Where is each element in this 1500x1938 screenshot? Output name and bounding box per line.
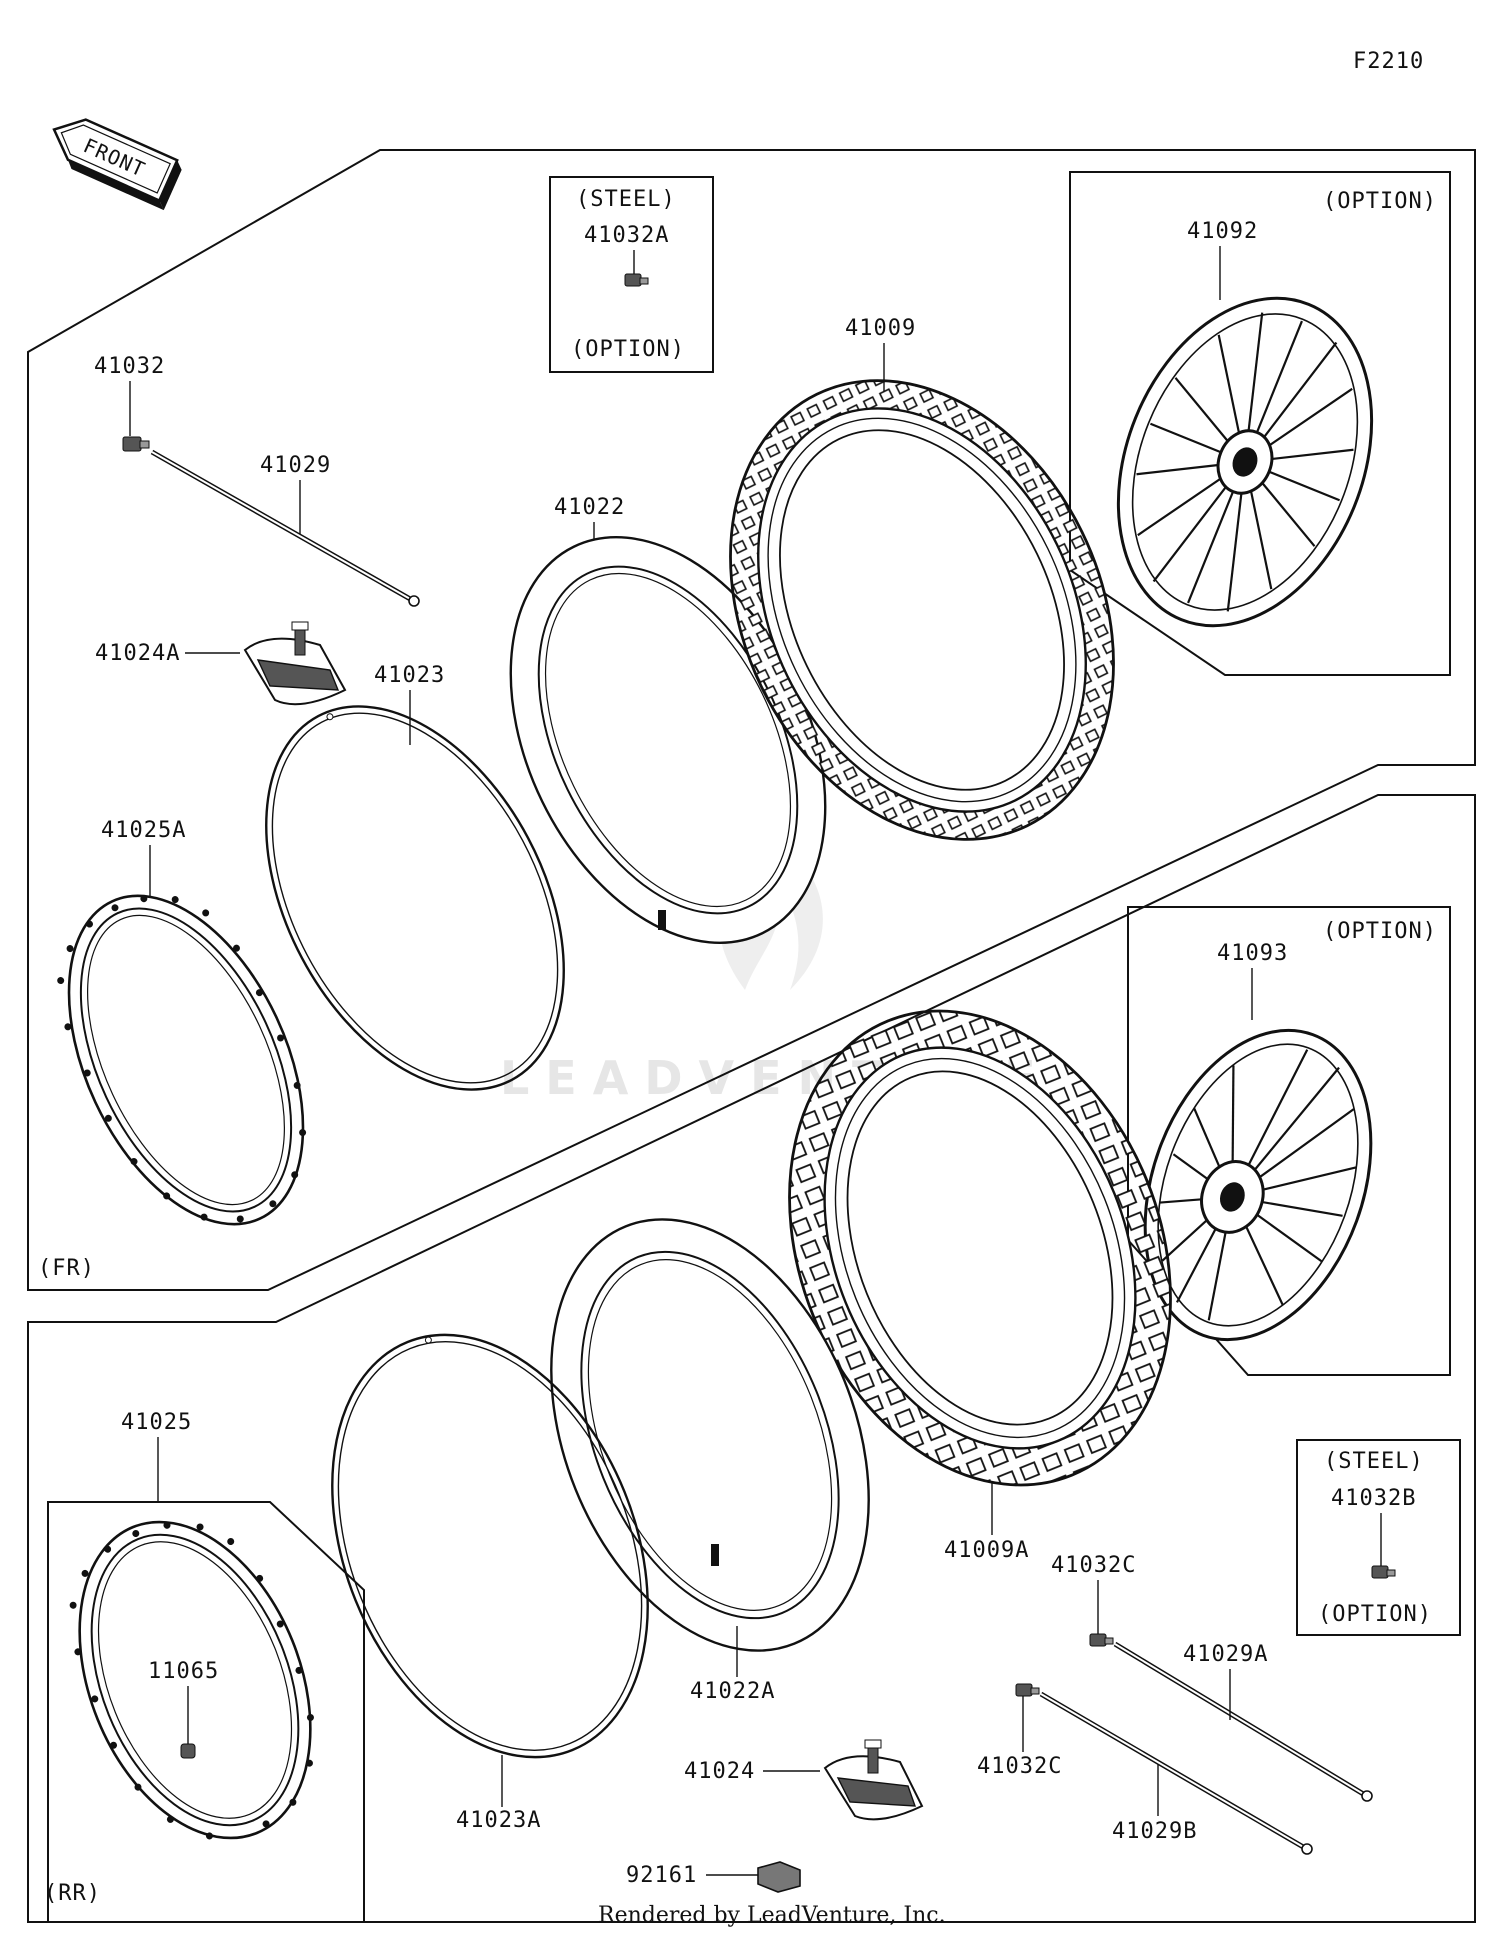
- wheel-front-option-box: (OPTION) 41092: [1069, 171, 1451, 676]
- rim-band-41023-icon: [265, 705, 565, 1091]
- spoke-41029-icon: [150, 449, 420, 607]
- steel-front-part: 41032A: [584, 223, 669, 248]
- wheel-rear-note: (OPTION): [1323, 919, 1437, 944]
- steel-rear-note: (OPTION): [1318, 1602, 1432, 1627]
- steel-front-option-box: (STEEL) 41032A (OPTION): [549, 176, 714, 373]
- label-41032: 41032: [94, 354, 165, 379]
- wheel-rear-option-box: (OPTION) 41093: [1127, 906, 1451, 1376]
- label-41024A: 41024A: [95, 641, 180, 666]
- valve-stem-icon: [711, 1544, 719, 1566]
- label-41025: 41025: [121, 1410, 192, 1435]
- label-41022A: 41022A: [690, 1679, 775, 1704]
- steel-front-note: (OPTION): [571, 337, 685, 362]
- wheel-rear-part: 41093: [1217, 941, 1288, 966]
- label-41029B: 41029B: [1112, 1819, 1197, 1844]
- label-41032C-bottom: 41032C: [977, 1754, 1062, 1779]
- wheel-front-part: 41092: [1187, 219, 1258, 244]
- spoke-41029A-icon: [1113, 1641, 1373, 1802]
- front-arrow: FRONT: [52, 118, 182, 211]
- label-41009A: 41009A: [944, 1538, 1029, 1563]
- valve-cap-41032B-icon: [1371, 1565, 1396, 1579]
- rear-spoked-wheel-icon: [1143, 1028, 1373, 1342]
- steel-rear-title: (STEEL): [1324, 1449, 1424, 1474]
- valve-cap-41032C-top-icon: [1089, 1633, 1114, 1647]
- front-section-label: (FR): [38, 1256, 95, 1281]
- label-41025A: 41025A: [101, 818, 186, 843]
- front-section-outline: [27, 149, 1476, 1291]
- label-41023: 41023: [374, 663, 445, 688]
- steel-rear-part: 41032B: [1331, 1486, 1416, 1511]
- label-92161: 92161: [626, 1863, 697, 1888]
- rear-tire-41009A-icon: [788, 1009, 1172, 1487]
- label-41029: 41029: [260, 453, 331, 478]
- wheel-front-note: (OPTION): [1323, 189, 1437, 214]
- label-41022: 41022: [554, 495, 625, 520]
- nipple-11065-icon: [180, 1743, 196, 1759]
- spoke-41029B-icon: [1039, 1691, 1313, 1855]
- rear-section-outline: [27, 794, 1476, 1923]
- rim-band-41023A-icon: [331, 1333, 649, 1759]
- valve-cap-41032C-bottom-icon: [1015, 1683, 1040, 1697]
- rear-section-label: (RR): [44, 1881, 101, 1906]
- footer-credit: Rendered by LeadVenture, Inc.: [598, 1903, 946, 1928]
- label-41009: 41009: [845, 316, 916, 341]
- steel-front-title: (STEEL): [576, 187, 676, 212]
- valve-cap-41032-icon: [122, 436, 150, 452]
- rim-lock-41024A-icon: [243, 621, 347, 706]
- rear-rim-box: [47, 1501, 365, 1923]
- spacer-92161-icon: [757, 1861, 801, 1893]
- label-41024: 41024: [684, 1759, 755, 1784]
- label-41029A: 41029A: [1183, 1642, 1268, 1667]
- front-tire-41009-icon: [729, 379, 1115, 841]
- rear-rim-41025-icon: [69, 1520, 314, 1840]
- valve-cap-icon: [624, 273, 649, 287]
- steel-rear-option-box: (STEEL) 41032B (OPTION): [1296, 1439, 1461, 1636]
- label-11065: 11065: [148, 1659, 219, 1684]
- inner-tube-41022A-icon: [550, 1218, 870, 1652]
- front-spoked-wheel-icon: [1116, 296, 1374, 628]
- label-41032C-top: 41032C: [1051, 1553, 1136, 1578]
- figure-code: F2210: [1353, 49, 1424, 74]
- front-rim-41025A-icon: [57, 894, 307, 1226]
- rim-lock-41024-icon: [823, 1739, 924, 1821]
- label-41023A: 41023A: [456, 1808, 541, 1833]
